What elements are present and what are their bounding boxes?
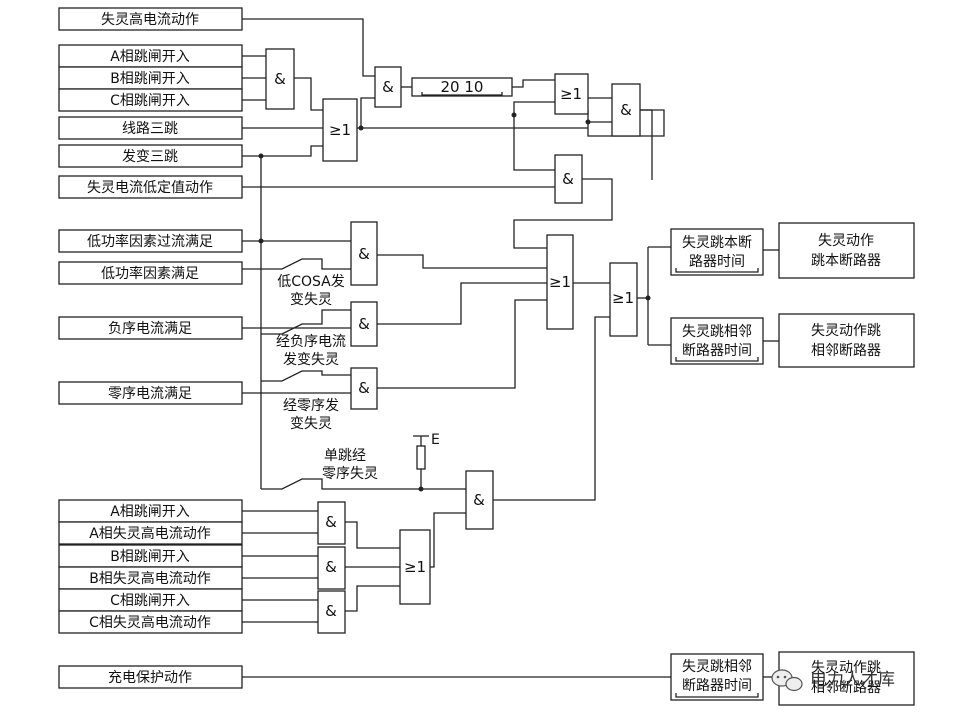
input-line-three-trip: 线路三跳 — [122, 121, 178, 137]
adj-breaker-time-line1: 失灵跳相邻 — [682, 324, 752, 340]
input-c-failure-high: C相失灵高电流动作 — [89, 614, 211, 631]
input-boxes: 失灵高电流动作 A相跳闸开入 B相跳闸开入 C相跳闸开入 线路三跳 发变三跳 失… — [58, 7, 243, 689]
input-low-pf: 低功率因素满足 — [101, 265, 199, 282]
or-gate-final-label: ≥1 — [612, 289, 634, 307]
and-gate-phase-c — [317, 590, 346, 634]
input-charging-protection: 充电保护动作 — [108, 670, 192, 686]
bottom-action-box — [778, 651, 915, 706]
and-gate-zero-seq — [350, 367, 378, 410]
and-gate-neg-seq — [350, 301, 378, 347]
and-gate-zero-seq-label: & — [358, 379, 370, 397]
and-gate-low-pf — [350, 221, 378, 286]
switch-neg-line2: 发变失灵 — [283, 352, 339, 368]
and-gate-single-trip — [465, 470, 494, 530]
and-gate-phase-a — [317, 501, 346, 545]
bottom-time-box — [670, 653, 764, 701]
switch-zero-line2: 变失灵 — [290, 416, 332, 432]
switch-neg-line1: 经负序电流 — [276, 334, 346, 350]
and-gate-top-label: & — [382, 78, 394, 96]
own-breaker-time-line1: 失灵跳本断 — [682, 235, 752, 251]
input-a-trip: A相跳闸开入 — [110, 49, 190, 65]
adj-breaker-action-box — [778, 313, 915, 368]
and-gate-abc-label: & — [274, 70, 286, 88]
resistor-e — [416, 445, 426, 470]
chat-bubble-icon — [771, 669, 803, 692]
own-breaker-action-box — [778, 222, 915, 279]
or-gate-bottom — [399, 529, 431, 605]
switch-single-line1: 单跳经 — [324, 448, 366, 464]
bottom-time-line2: 断路器时间 — [682, 678, 752, 694]
adj-breaker-time-line2: 断路器时间 — [682, 343, 752, 359]
junction-dots — [258, 112, 651, 492]
wires — [242, 18, 779, 678]
watermark-text: 电力人才库 — [810, 670, 895, 690]
switch-cosa-line2: 变失灵 — [290, 292, 332, 308]
and-gate-top — [374, 66, 402, 108]
switch-cosa-line1: 低COSA发 — [277, 274, 345, 290]
or-gate-top-right — [554, 73, 589, 115]
input-c-trip-2: C相跳闸开入 — [110, 593, 190, 609]
input-b-trip-2: B相跳闸开入 — [110, 549, 190, 565]
and-gate-latch — [611, 83, 641, 137]
own-breaker-time-line2: 路器时间 — [689, 254, 745, 270]
bottom-action-line1: 失灵动作跳 — [811, 660, 881, 676]
and-gate-single-trip-label: & — [473, 491, 485, 509]
and-gate-phase-c-label: & — [325, 602, 337, 620]
adj-breaker-action-line2: 相邻断路器 — [811, 343, 881, 359]
or-gate-big-label: ≥1 — [549, 273, 571, 291]
or-gate-top-right-label: ≥1 — [560, 85, 582, 103]
and-gate-phase-a-label: & — [325, 513, 337, 531]
switch-labels: 低COSA发 变失灵 经负序电流 发变失灵 经零序发 变失灵 单跳经 零序失灵 — [276, 274, 378, 482]
or-gate-bottom-label: ≥1 — [404, 558, 426, 576]
own-breaker-action-line2: 跳本断路器 — [811, 253, 881, 269]
and-gate-abc — [265, 48, 295, 110]
adj-breaker-action-line1: 失灵动作跳 — [811, 323, 881, 339]
watermark: 电力人才库 — [771, 669, 895, 692]
bottom-action-line2: 相邻断路器 — [811, 680, 881, 696]
own-breaker-time-box — [670, 228, 764, 276]
own-breaker-action-line1: 失灵动作 — [818, 233, 874, 249]
input-transformer-three-trip: 发变三跳 — [122, 149, 178, 165]
input-failure-high-current: 失灵高电流动作 — [101, 11, 199, 28]
and-gate-mid — [554, 154, 583, 204]
input-c-trip: C相跳闸开入 — [110, 93, 190, 109]
switch-zero-line1: 经零序发 — [283, 398, 339, 414]
gates: & ≥1 & 20 10 ≥1 & & & & & ≥1 — [265, 48, 641, 634]
input-zero-seq-current: 零序电流满足 — [108, 386, 192, 402]
and-gate-latch-label: & — [620, 101, 632, 119]
input-a-trip-2: A相跳闸开入 — [110, 504, 190, 520]
input-a-failure-high: A相失灵高电流动作 — [89, 525, 211, 542]
bottom-time-line1: 失灵跳相邻 — [682, 659, 752, 675]
and-gate-phase-b-label: & — [325, 558, 337, 576]
adj-breaker-time-box — [670, 317, 764, 365]
input-b-trip: B相跳闸开入 — [110, 71, 190, 87]
or-gate-final — [609, 262, 638, 337]
and-gate-neg-seq-label: & — [358, 315, 370, 333]
input-b-failure-high: B相失灵高电流动作 — [89, 570, 211, 587]
or-gate-three-trip — [322, 98, 358, 162]
or-gate-three-trip-label: ≥1 — [329, 121, 351, 139]
switch-single-line2: 零序失灵 — [322, 466, 378, 482]
or-gate-big — [546, 234, 574, 330]
and-gate-mid-label: & — [562, 170, 574, 188]
timer-label: 20 10 — [441, 78, 484, 96]
input-failure-current-low-setting: 失灵电流低定值动作 — [87, 180, 213, 196]
input-neg-seq-current: 负序电流满足 — [108, 321, 192, 337]
resistor-e-label: E — [431, 432, 440, 448]
output-boxes: 失灵跳本断 路器时间 失灵动作 跳本断路器 失灵跳相邻 断路器时间 失灵动作跳 … — [670, 222, 915, 706]
and-gate-phase-b — [317, 546, 346, 590]
input-low-pf-overcurrent: 低功率因素过流满足 — [87, 233, 213, 250]
and-gate-low-pf-label: & — [358, 245, 370, 263]
timer-box — [411, 77, 513, 97]
